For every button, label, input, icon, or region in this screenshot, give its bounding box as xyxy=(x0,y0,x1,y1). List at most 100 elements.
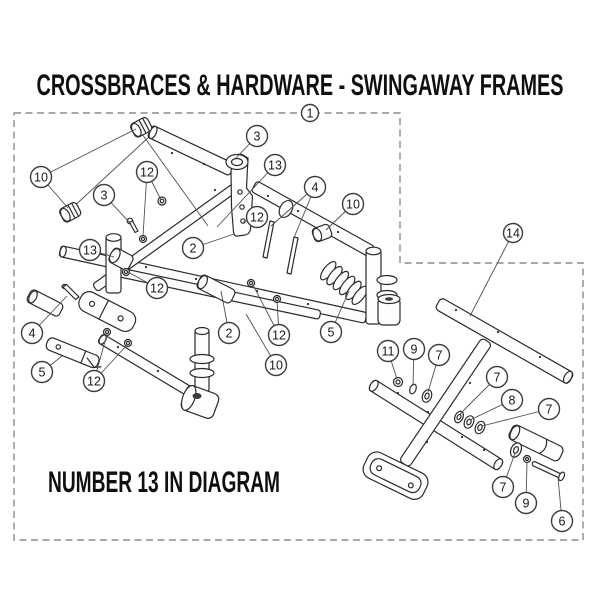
roller-cylinder xyxy=(180,384,220,419)
left-crossbrace-assembly xyxy=(26,117,401,419)
callout-4: 4 xyxy=(270,175,327,241)
callout-bubble xyxy=(135,160,159,184)
compression-spring xyxy=(319,260,369,306)
diagram-note: NUMBER 13 IN DIAGRAM xyxy=(48,466,280,499)
frame-end-cap xyxy=(130,117,153,138)
callout-11: 11 xyxy=(376,339,400,380)
callout-bubble xyxy=(217,321,241,345)
rivet-pin xyxy=(126,217,139,234)
receiver-tube xyxy=(508,424,564,462)
callout-number: 7 xyxy=(436,348,443,362)
callout-number: 10 xyxy=(34,170,48,184)
callout-bubble xyxy=(514,491,538,515)
pivot-bushing xyxy=(108,247,134,271)
callout-bubble xyxy=(491,475,515,499)
callout-bubble xyxy=(20,321,44,345)
callout-bubble xyxy=(550,509,574,533)
callout-12: 12 xyxy=(127,271,169,300)
callout-bubble xyxy=(264,353,288,377)
callout-bubble xyxy=(145,276,169,300)
callout-bubble xyxy=(245,205,269,229)
callout-6: 6 xyxy=(550,476,574,533)
tube-stub xyxy=(196,274,236,304)
callout-leader-line xyxy=(40,128,137,178)
callout-number: 12 xyxy=(150,281,164,295)
hex-nut xyxy=(392,376,532,464)
callout-bubble xyxy=(29,165,53,189)
callout-1: 1 xyxy=(300,103,320,123)
t-bar-tube xyxy=(435,298,574,384)
callout-14: 14 xyxy=(469,222,524,317)
callout-number: 12 xyxy=(250,210,264,224)
callout-5: 5 xyxy=(30,355,63,384)
callout-number: 9 xyxy=(411,342,418,356)
callout-12: 12 xyxy=(252,284,291,347)
callout-number: 5 xyxy=(39,365,46,379)
callout-bubble xyxy=(82,369,106,393)
callout-bubble xyxy=(267,323,291,347)
callout-number: 4 xyxy=(312,180,319,194)
pivot-post xyxy=(189,326,215,393)
callout-bubble xyxy=(485,365,509,389)
frame-end-cap xyxy=(59,202,82,223)
callout-10: 10 xyxy=(245,313,288,377)
callout-number: 4 xyxy=(29,326,36,340)
bolt xyxy=(531,461,566,482)
callout-number: 7 xyxy=(546,402,553,416)
callout-number: 10 xyxy=(269,358,283,372)
lower-rail-tube xyxy=(97,334,195,397)
callout-12: 12 xyxy=(135,160,162,237)
callout-number: 9 xyxy=(523,496,530,510)
callout-number: 2 xyxy=(226,326,233,340)
tube-stub xyxy=(26,289,64,317)
callout-bubble xyxy=(245,124,269,148)
callout-bubble xyxy=(30,360,54,384)
callout-8: 8 xyxy=(469,388,524,421)
callout-number: 2 xyxy=(190,241,197,255)
callout-12: 12 xyxy=(82,333,128,393)
callout-number: 3 xyxy=(101,188,108,202)
callout-2: 2 xyxy=(217,290,241,345)
callout-13: 13 xyxy=(216,153,287,228)
callout-bubble xyxy=(402,337,426,361)
callout-number: 3 xyxy=(254,129,261,143)
callout-number: 7 xyxy=(494,370,501,384)
callout-5: 5 xyxy=(319,290,350,344)
footplate xyxy=(362,451,429,500)
callout-7: 7 xyxy=(481,397,561,427)
callout-leader-line xyxy=(481,408,550,427)
caster-post xyxy=(365,246,401,326)
callout-number: 12 xyxy=(272,328,286,342)
callout-7: 7 xyxy=(459,365,509,415)
callout-13: 13 xyxy=(78,238,115,262)
callout-9: 9 xyxy=(514,461,538,515)
upper-frame-tube xyxy=(147,125,235,176)
callout-bubble xyxy=(300,103,320,123)
callout-leader-line xyxy=(216,164,276,228)
callout-number: 13 xyxy=(268,158,282,172)
callout-bubble xyxy=(502,222,524,244)
callout-7: 7 xyxy=(427,343,451,393)
latch-bracket xyxy=(45,337,102,369)
callout-leader-line xyxy=(469,232,514,317)
alignment-line xyxy=(141,133,209,227)
callout-number: 10 xyxy=(346,197,360,211)
callout-2: 2 xyxy=(181,233,235,260)
callout-number: 5 xyxy=(328,325,335,339)
callout-bubble xyxy=(341,192,365,216)
callout-number: 8 xyxy=(509,393,516,407)
dashed-border xyxy=(13,112,584,541)
callout-10: 10 xyxy=(29,128,137,209)
callout-3: 3 xyxy=(92,183,132,225)
callout-number: 1 xyxy=(307,106,314,120)
alignment-line xyxy=(69,135,151,211)
callout-bubble xyxy=(319,320,343,344)
callout-bubble xyxy=(263,153,287,177)
callout-number: 11 xyxy=(382,344,395,358)
callout-bubble xyxy=(303,175,327,199)
callout-7: 7 xyxy=(491,452,516,499)
callout-bubble xyxy=(537,397,561,421)
